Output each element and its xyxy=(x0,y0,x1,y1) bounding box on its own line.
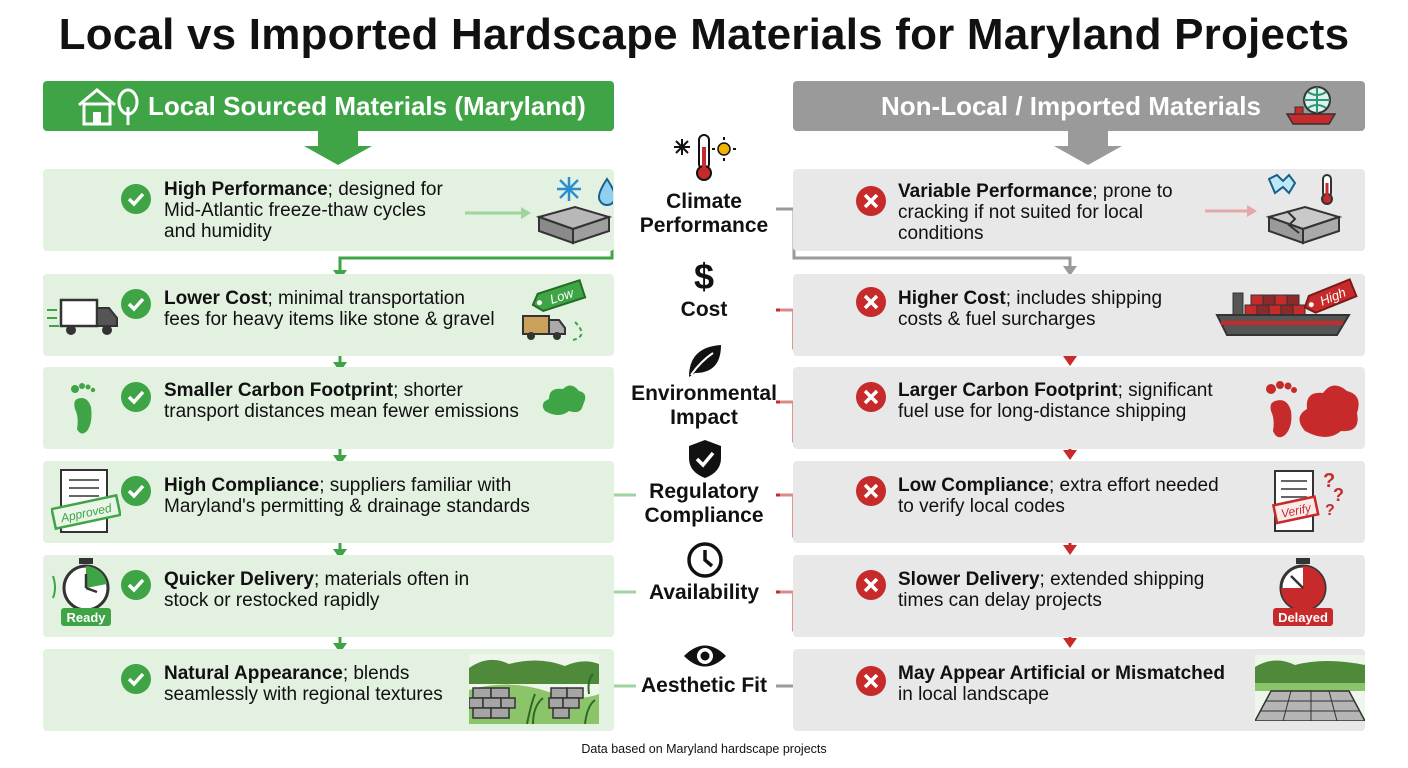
category-aesthetic: Aesthetic Fit xyxy=(640,674,768,697)
green-cloud-icon xyxy=(542,385,586,415)
x-icon xyxy=(856,186,886,216)
check-icon xyxy=(121,570,151,600)
cargo-ship-high-tag-icon: High xyxy=(1215,278,1358,336)
stopwatch-ready-icon: Ready xyxy=(52,558,111,626)
footer-note: Data based on Maryland hardscape project… xyxy=(581,742,827,756)
category-cost: Cost xyxy=(680,298,728,321)
delivery-truck-icon xyxy=(47,298,118,335)
x-icon xyxy=(856,666,886,696)
clock-icon xyxy=(687,542,723,578)
svg-text:?: ? xyxy=(1333,485,1344,505)
local-card-availability: Ready Quicker Delivery; materials often … xyxy=(43,555,614,637)
check-icon xyxy=(121,664,151,694)
x-icon xyxy=(856,382,886,412)
dollar-icon: $ xyxy=(694,256,714,295)
verify-stamp-label: Verify xyxy=(1280,501,1313,521)
local-down-arrow xyxy=(304,131,372,165)
check-icon xyxy=(121,289,151,319)
house-tree-icon xyxy=(78,88,139,126)
globe-ship-icon xyxy=(1285,86,1337,125)
ready-label: Ready xyxy=(66,610,106,625)
red-footprint-cloud-icon xyxy=(1266,381,1359,438)
paved-patio-landscape-icon xyxy=(1255,655,1365,721)
leaf-icon xyxy=(689,345,721,377)
low-tag-label: Low xyxy=(548,285,577,307)
imported-arrowheads xyxy=(1063,266,1077,648)
x-icon xyxy=(856,287,886,317)
snowflake-water-paver-icon xyxy=(465,177,613,245)
check-icon xyxy=(121,476,151,506)
category-availability: Availability xyxy=(648,581,760,604)
imported-down-arrow xyxy=(1054,131,1122,165)
truck-low-tag-icon: Low xyxy=(522,278,587,341)
verify-document-icon: Verify ? ? ? xyxy=(1271,470,1344,532)
stone-wall-landscape-icon xyxy=(469,654,599,724)
local-card-compliance: Approved High Compliance; suppliers fami… xyxy=(43,461,614,543)
x-icon xyxy=(856,570,886,600)
delayed-label: Delayed xyxy=(1278,610,1328,625)
shield-check-icon xyxy=(689,440,721,478)
cracked-paver-ice-icon xyxy=(1205,173,1343,245)
green-footprint-icon xyxy=(71,383,96,434)
local-card-text: High Compliance; suppliers familiar with… xyxy=(164,475,530,517)
imported-header: Non-Local / Imported Materials xyxy=(793,81,1365,131)
svg-text:?: ? xyxy=(1323,470,1335,492)
eye-icon xyxy=(684,645,726,667)
svg-text:$: $ xyxy=(694,256,714,295)
stopwatch-delayed-icon: Delayed xyxy=(1273,558,1333,626)
imported-header-label: Non-Local / Imported Materials xyxy=(881,91,1261,121)
approved-document-icon: Approved xyxy=(51,469,121,533)
local-header-label: Local Sourced Materials (Maryland) xyxy=(148,91,586,121)
check-icon xyxy=(121,184,151,214)
page-title: Local vs Imported Hardscape Materials fo… xyxy=(58,10,1350,59)
local-header: Local Sourced Materials (Maryland) xyxy=(43,81,614,131)
svg-text:?: ? xyxy=(1325,502,1335,519)
x-icon xyxy=(856,476,886,506)
check-icon xyxy=(121,382,151,412)
thermometer-sun-snow-icon xyxy=(674,134,736,181)
